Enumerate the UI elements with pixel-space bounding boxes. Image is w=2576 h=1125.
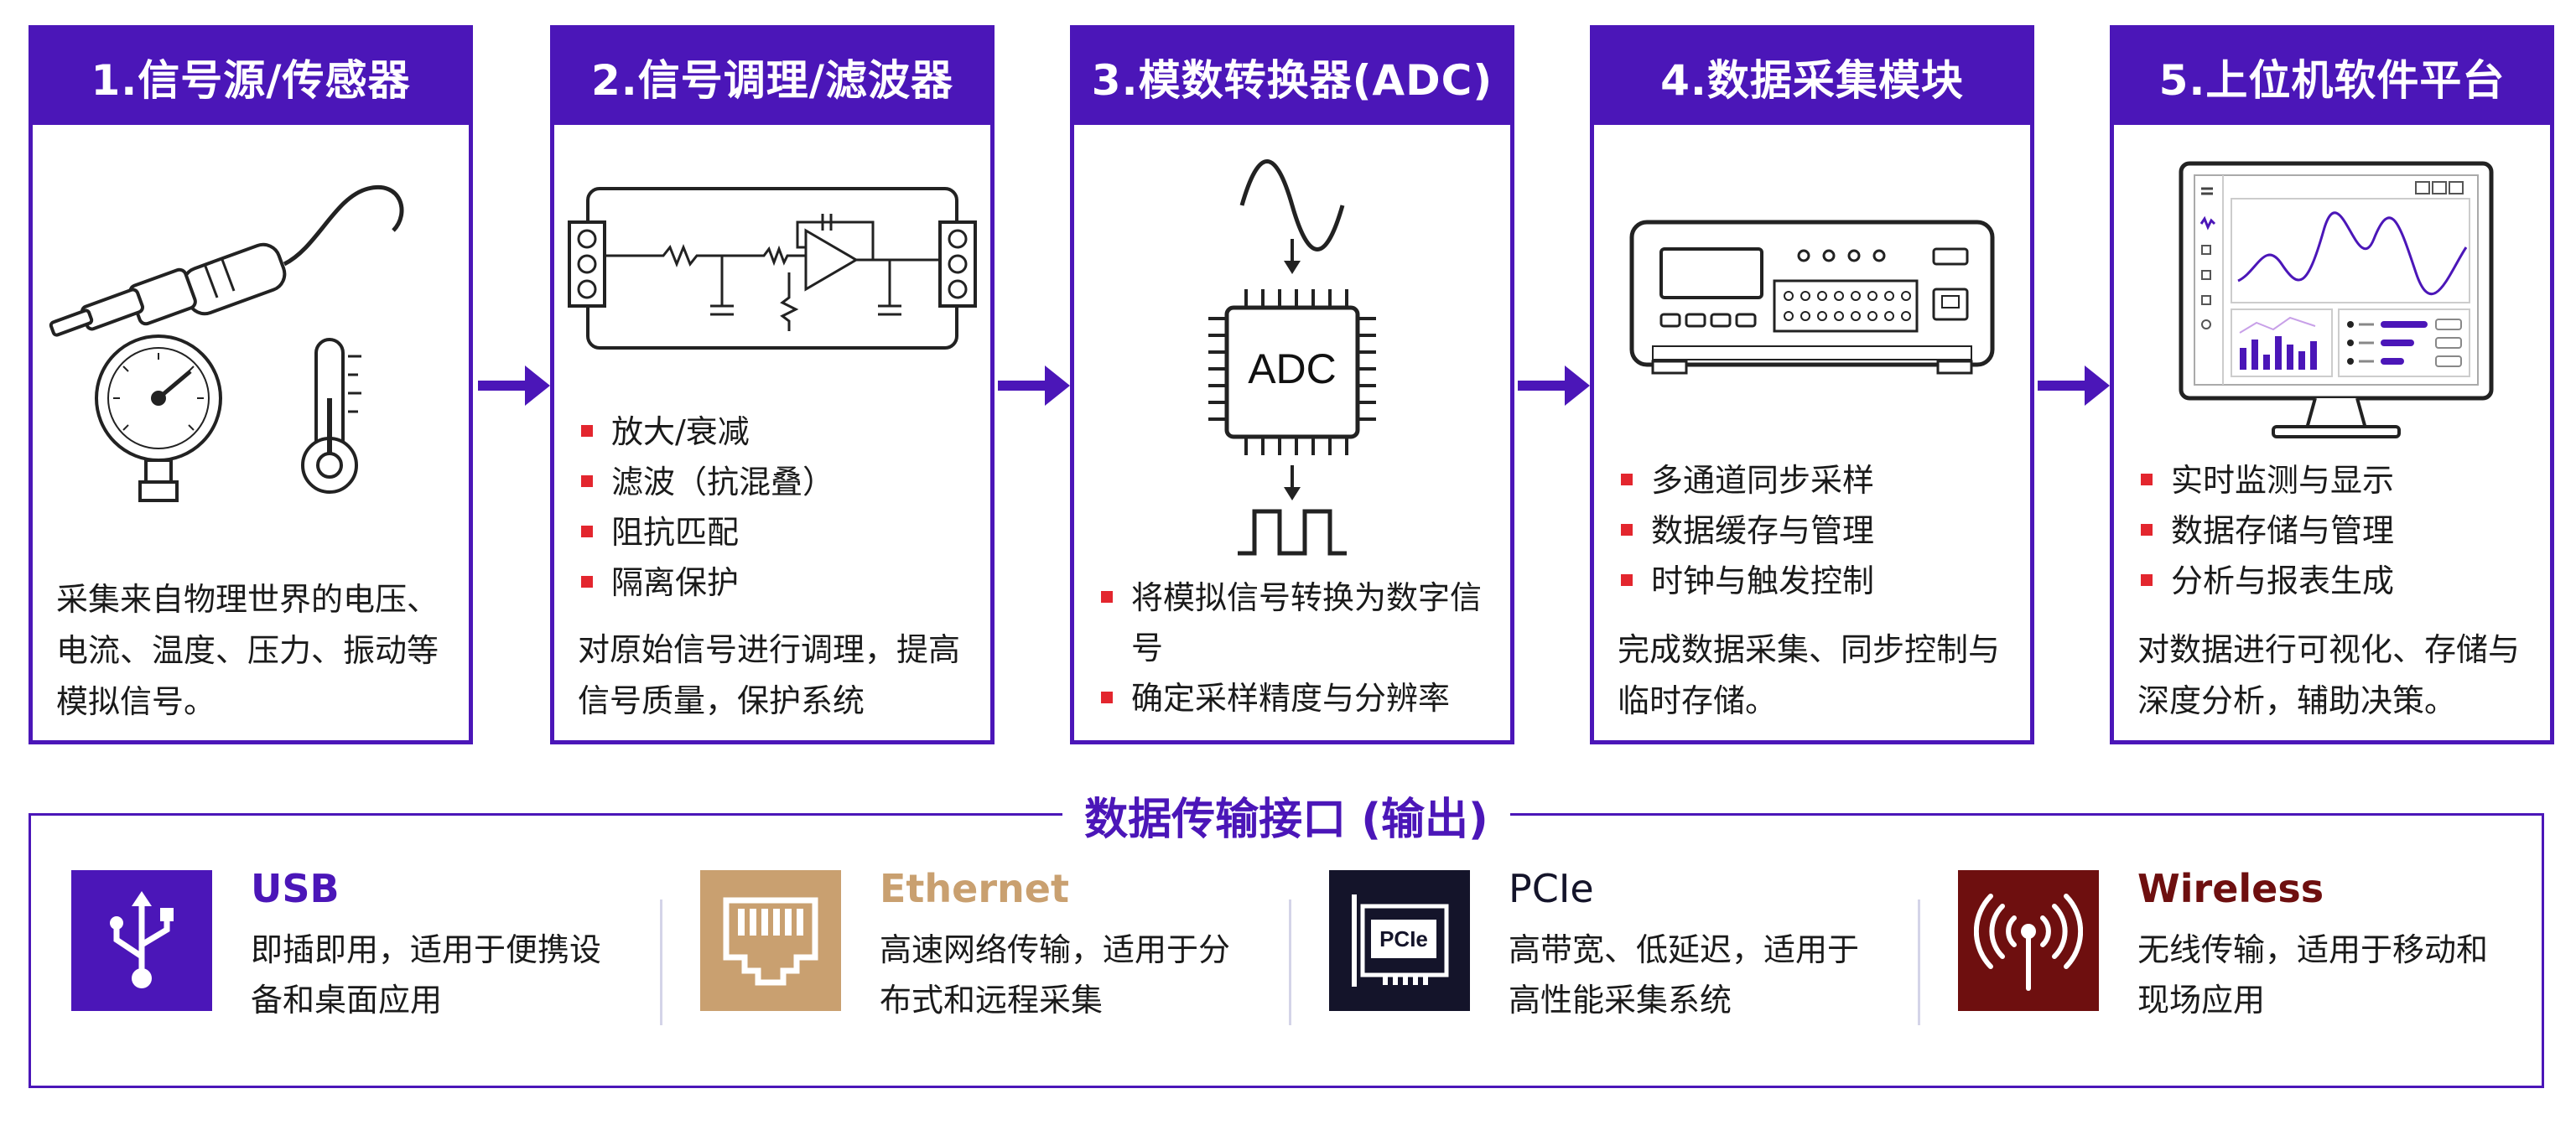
stage-bullet-list: 多通道同步采样 数据缓存与管理 时钟与触发控制: [1618, 455, 2022, 606]
thermometer-icon: [301, 338, 361, 494]
bullet-item: 滤波（抗混叠）: [578, 457, 982, 507]
stage-description: 采集来自物理世界的电压、电流、温度、压力、振动等模拟信号。: [56, 581, 439, 720]
circuit-board-icon: [568, 187, 977, 350]
bullet-item: 数据存储与管理: [2137, 505, 2542, 556]
interface-name: Ethernet: [880, 866, 1069, 911]
usb-icon: [71, 870, 212, 1011]
stage-signal-source: 1.信号源/传感器: [29, 25, 473, 744]
divider: [1918, 899, 1920, 1025]
divider: [660, 899, 662, 1025]
stage-title: 2.信号调理/滤波器: [554, 29, 990, 125]
bullet-item: 数据缓存与管理: [1618, 505, 2022, 556]
stage-bullet-list: 放大/衰减 滤波（抗混叠） 阻抗匹配 隔离保护: [578, 407, 982, 608]
flow-arrow-icon: [1518, 365, 1590, 406]
interface-name: PCIe: [1509, 866, 1594, 911]
stage-bullet-list: 实时监测与显示 数据存储与管理 分析与报表生成: [2137, 455, 2542, 606]
digital-pulse-icon: [1238, 509, 1347, 556]
stage-description: 对数据进行可视化、存储与深度分析，辅助决策。: [2137, 631, 2521, 719]
interface-description: 高速网络传输，适用于分布式和远程采集: [880, 931, 1231, 1019]
stage-description: 对原始信号进行调理，提高信号质量，保护系统: [578, 631, 961, 719]
monitor-illustration: [2114, 147, 2550, 448]
output-interfaces-panel: 数据传输接口 (输出) USB 即插即用，适用于便携设备和桌面应用: [29, 795, 2547, 1091]
divider: [1289, 899, 1291, 1025]
bullet-item: 实时监测与显示: [2137, 455, 2542, 505]
bullet-item: 隔离保护: [578, 557, 982, 608]
bullet-item: 时钟与触发控制: [1618, 556, 2022, 606]
filter-board-illustration: [554, 155, 990, 407]
adc-chip-icon: ADC: [1208, 289, 1376, 455]
daq-device-icon: [1629, 220, 1995, 375]
bullet-item: 多通道同步采样: [1618, 455, 2022, 505]
sensor-illustration: [33, 147, 469, 516]
flow-arrow-icon: [478, 365, 550, 406]
bullet-item: 放大/衰减: [578, 407, 982, 457]
pcie-card-icon: PCIe: [1329, 870, 1470, 1011]
analog-wave-icon: [1239, 159, 1345, 251]
interface-description: 高带宽、低延迟，适用于高性能采集系统: [1509, 931, 1860, 1019]
bullet-item: 阻抗匹配: [578, 507, 982, 557]
interface-ethernet: Ethernet 高速网络传输，适用于分布式和远程采集: [660, 816, 1289, 1091]
stage-signal-conditioning: 2.信号调理/滤波器 放大/衰减 滤波（抗混叠）: [550, 25, 995, 744]
interface-name: USB: [251, 866, 340, 911]
bullet-item: 确定采样精度与分辨率: [1098, 673, 1502, 723]
bullet-item: 分析与报表生成: [2137, 556, 2542, 606]
stage-description: 完成数据采集、同步控制与临时存储。: [1618, 631, 2001, 719]
stage-title: 4.数据采集模块: [1594, 29, 2030, 125]
interface-wireless: Wireless 无线传输，适用于移动和现场应用: [1918, 816, 2547, 1091]
adc-illustration: ADC: [1074, 130, 1510, 566]
flow-arrow-icon: [2038, 365, 2110, 406]
bullet-item: 将模拟信号转换为数字信号: [1098, 573, 1502, 673]
down-arrow-icon: [1284, 239, 1301, 274]
stage-data-acquisition: 4.数据采集模块 多通道同步采样 数据缓存与管理 时钟与触发控制 完成数据采集、…: [1590, 25, 2034, 744]
stage-bullet-list: 将模拟信号转换为数字信号 确定采样精度与分辨率: [1098, 573, 1502, 723]
interface-name: Wireless: [2137, 866, 2324, 911]
monitor-dashboard-icon: [2179, 161, 2494, 438]
down-arrow-icon: [1284, 465, 1301, 500]
antenna-icon: [1958, 870, 2099, 1011]
flow-arrow-icon: [998, 365, 1070, 406]
interface-pcie: PCIe PCIe 高带宽、低延迟，适用于高性能采集系统: [1289, 816, 1918, 1091]
interface-usb: USB 即插即用，适用于便携设备和桌面应用: [31, 816, 660, 1091]
pcie-card-label: PCIe: [1379, 926, 1428, 951]
stage-title: 1.信号源/传感器: [33, 29, 469, 125]
stage-title: 5.上位机软件平台: [2114, 29, 2550, 125]
stage-title: 3.模数转换器(ADC): [1074, 29, 1510, 125]
probe-sensor-icon: [49, 184, 404, 337]
interface-description: 无线传输，适用于移动和现场应用: [2137, 931, 2489, 1019]
pressure-gauge-icon: [95, 334, 222, 502]
stage-adc: 3.模数转换器(ADC) ADC 将模拟信号转换为数字信号 确定采样精度与分辨率: [1070, 25, 1514, 744]
ethernet-icon: [700, 870, 841, 1011]
stage-host-software: 5.上位机软件平台 实时监测与显示 数据存储与管理 分析与报表生成: [2110, 25, 2554, 744]
chip-label: ADC: [1248, 345, 1337, 392]
interface-description: 即插即用，适用于便携设备和桌面应用: [251, 931, 602, 1019]
daq-device-illustration: [1594, 205, 2030, 407]
